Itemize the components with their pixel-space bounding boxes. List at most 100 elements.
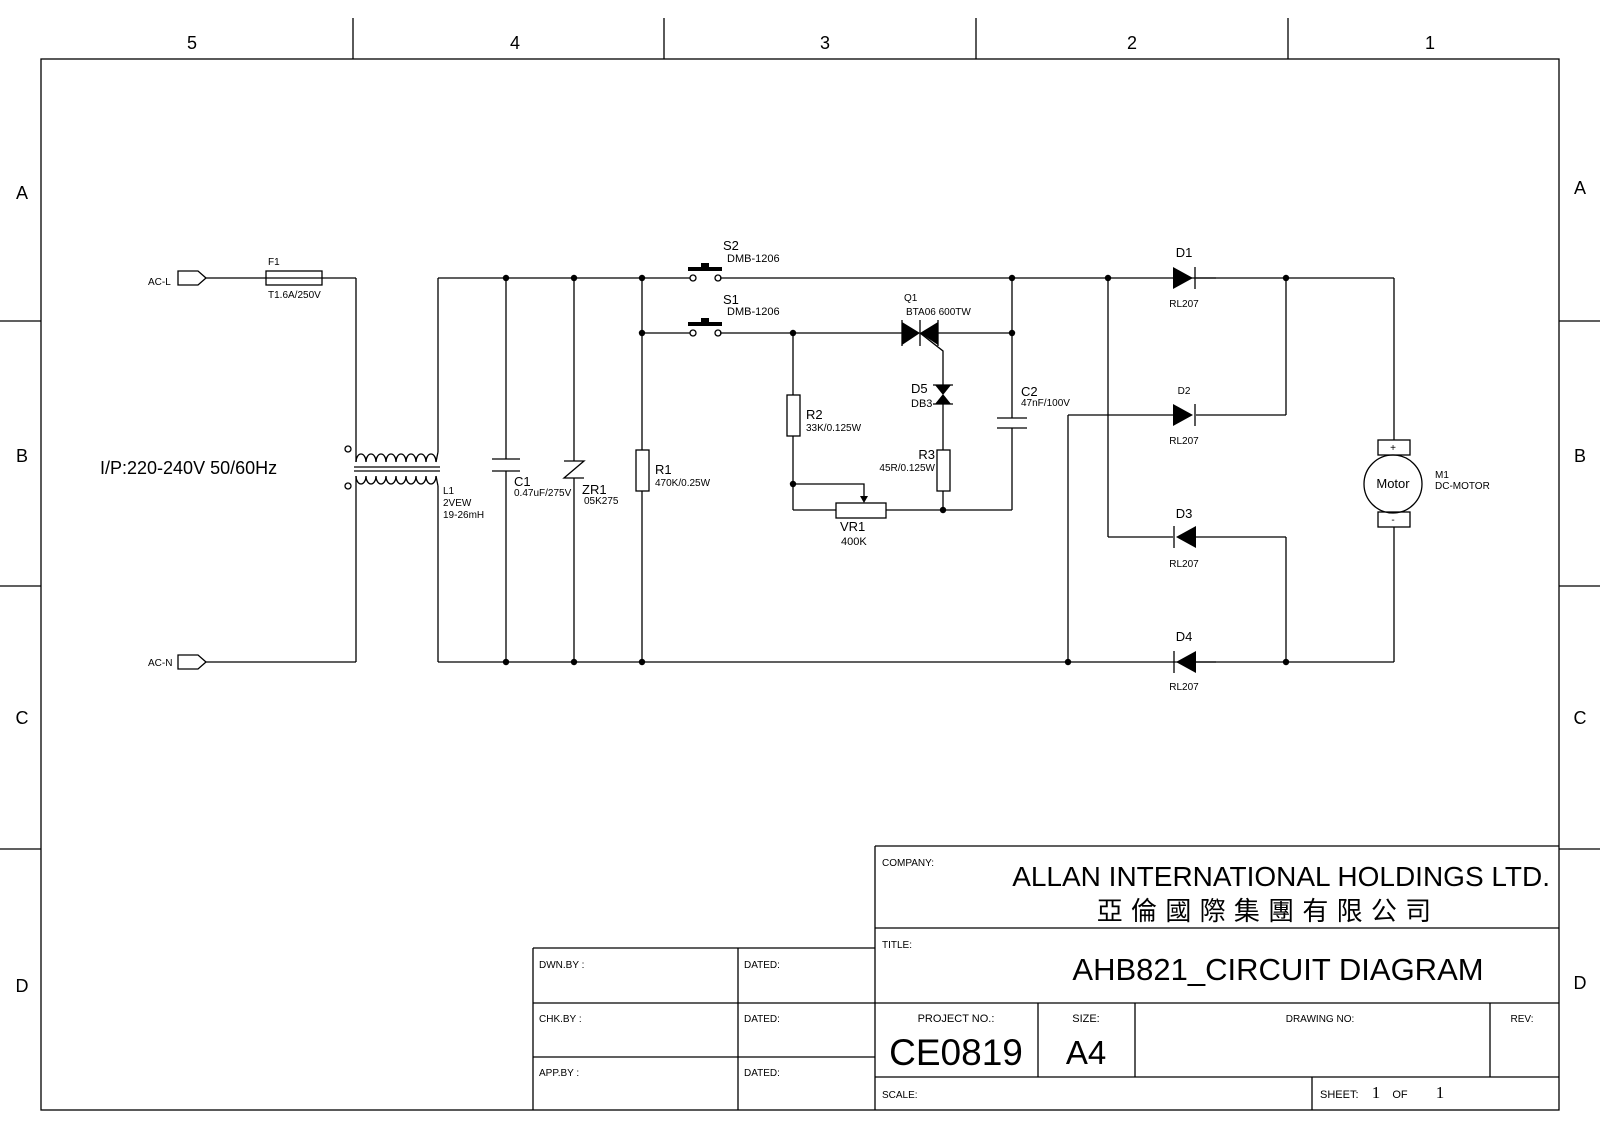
inductor-l1: L1 2VEW 19-26mH xyxy=(344,445,484,521)
component-ref: D1 xyxy=(1176,245,1193,260)
component-value: DMB-1206 xyxy=(727,306,780,318)
row-label: B xyxy=(16,446,28,466)
resistor-r2: R2 33K/0.125W xyxy=(786,394,862,437)
company-name-chinese: 亞 倫 國 際 集 團 有 限 公 司 xyxy=(1097,897,1431,927)
diode-d2: D2 RL207 xyxy=(1169,386,1199,447)
component-value: RL207 xyxy=(1169,682,1199,693)
row-label: D xyxy=(16,976,29,996)
component-ref: D5 xyxy=(911,381,928,396)
component-value: 47nF/100V xyxy=(1021,398,1070,409)
junction-dot xyxy=(638,329,646,337)
component-value: 0.47uF/275V xyxy=(514,488,572,499)
motor-body-label: Motor xyxy=(1376,476,1410,491)
motor-minus-label: - xyxy=(1391,515,1394,526)
sheet-number: 1 xyxy=(1372,1083,1381,1102)
component-ref: S1 xyxy=(723,292,739,307)
column-label: 3 xyxy=(820,33,830,53)
capacitor-c1: C1 0.47uF/275V xyxy=(492,458,572,499)
motor-plus-label: + xyxy=(1390,443,1396,454)
junction-dot xyxy=(570,658,578,666)
component-ref: L1 xyxy=(443,486,455,497)
component-value: 400K xyxy=(841,536,867,548)
capacitor-c2: C2 47nF/100V xyxy=(997,384,1070,429)
title-block xyxy=(532,845,1559,1110)
component-ref: M1 xyxy=(1435,470,1449,481)
junction-dot xyxy=(789,329,797,337)
component-ref: R3 xyxy=(918,447,935,462)
junction-dot xyxy=(1008,274,1016,282)
junction-dot xyxy=(1282,274,1290,282)
component-value: DB3 xyxy=(911,398,932,410)
component-ref: C1 xyxy=(514,474,531,489)
project-no-label: PROJECT NO.: xyxy=(918,1013,995,1025)
component-ref: F1 xyxy=(268,257,280,268)
row-label: C xyxy=(16,708,29,728)
junction-dot xyxy=(502,658,510,666)
component-value: 33K/0.125W xyxy=(806,423,862,434)
title-label: TITLE: xyxy=(882,940,912,951)
row-label: A xyxy=(16,183,28,203)
column-label: 4 xyxy=(510,33,520,53)
junction-dot xyxy=(1104,274,1112,282)
junction-dot xyxy=(1064,658,1072,666)
row-label: C xyxy=(1574,708,1587,728)
component-value: 05K275 xyxy=(584,496,619,507)
switch-s1: S1 DMB-1206 xyxy=(688,292,780,337)
component-ref: S2 xyxy=(723,238,739,253)
diode-d1: D1 RL207 xyxy=(1169,245,1199,310)
junction-dot xyxy=(939,506,947,514)
junction-dot xyxy=(1008,329,1016,337)
junction-dot xyxy=(638,658,646,666)
size-label: SIZE: xyxy=(1072,1013,1100,1025)
junction-dot xyxy=(638,274,646,282)
drawing-no-label: DRAWING NO: xyxy=(1286,1014,1355,1025)
title-block-text: COMPANY: ALLAN INTERNATIONAL HOLDINGS LT… xyxy=(539,858,1550,1102)
component-ref: VR1 xyxy=(840,519,865,534)
drawing-frame xyxy=(0,18,1600,1111)
component-ref: R1 xyxy=(655,462,672,477)
component-ref: D3 xyxy=(1176,506,1193,521)
component-value: 2VEW xyxy=(443,498,472,509)
connector-ac-n: AC-N xyxy=(148,654,207,670)
component-ref: R2 xyxy=(806,407,823,422)
dated-label: DATED: xyxy=(744,960,780,971)
component-value: DMB-1206 xyxy=(727,253,780,265)
column-label: 1 xyxy=(1425,33,1435,53)
component-value: RL207 xyxy=(1169,559,1199,570)
motor-m1: + - Motor M1 DC-MOTOR xyxy=(1363,439,1490,528)
junctions xyxy=(502,274,1290,666)
row-label: A xyxy=(1574,178,1586,198)
junction-dot xyxy=(789,480,797,488)
sheet-of-label: OF xyxy=(1392,1089,1408,1101)
column-label: 2 xyxy=(1127,33,1137,53)
company-label: COMPANY: xyxy=(882,858,934,869)
component-value: BTA06 600TW xyxy=(906,307,971,318)
component-value: RL207 xyxy=(1169,436,1199,447)
varistor-zr1: ZR1 05K275 xyxy=(562,460,619,507)
component-ref: Q1 xyxy=(904,293,918,304)
drawing-title: AHB821_CIRCUIT DIAGRAM xyxy=(1072,952,1483,987)
scale-label: SCALE: xyxy=(882,1090,918,1101)
fuse-f1: F1 T1.6A/250V xyxy=(265,257,323,301)
company-name: ALLAN INTERNATIONAL HOLDINGS LTD. xyxy=(1012,861,1550,892)
diode-d4: D4 RL207 xyxy=(1169,629,1199,693)
connector-ac-l: AC-L xyxy=(148,270,207,288)
zone-labels: 5 4 3 2 1 A B C D A B C D xyxy=(16,33,1587,996)
dated-label: DATED: xyxy=(744,1014,780,1025)
junction-dot xyxy=(502,274,510,282)
component-value: RL207 xyxy=(1169,299,1199,310)
component-value: 470K/0.25W xyxy=(655,478,711,489)
junction-dot xyxy=(1282,658,1290,666)
component-ref: C2 xyxy=(1021,384,1038,399)
diode-d3: D3 RL207 xyxy=(1169,506,1199,570)
component-ref: D4 xyxy=(1176,629,1193,644)
resistor-r3: R3 45R/0.125W xyxy=(879,447,951,492)
drawn-by-label: DWN.BY : xyxy=(539,960,584,971)
checked-by-label: CHK.BY : xyxy=(539,1014,582,1025)
row-label: D xyxy=(1574,973,1587,993)
component-value: DC-MOTOR xyxy=(1435,481,1490,492)
component-value: 19-26mH xyxy=(443,510,484,521)
size-value: A4 xyxy=(1066,1034,1106,1071)
column-label: 5 xyxy=(187,33,197,53)
